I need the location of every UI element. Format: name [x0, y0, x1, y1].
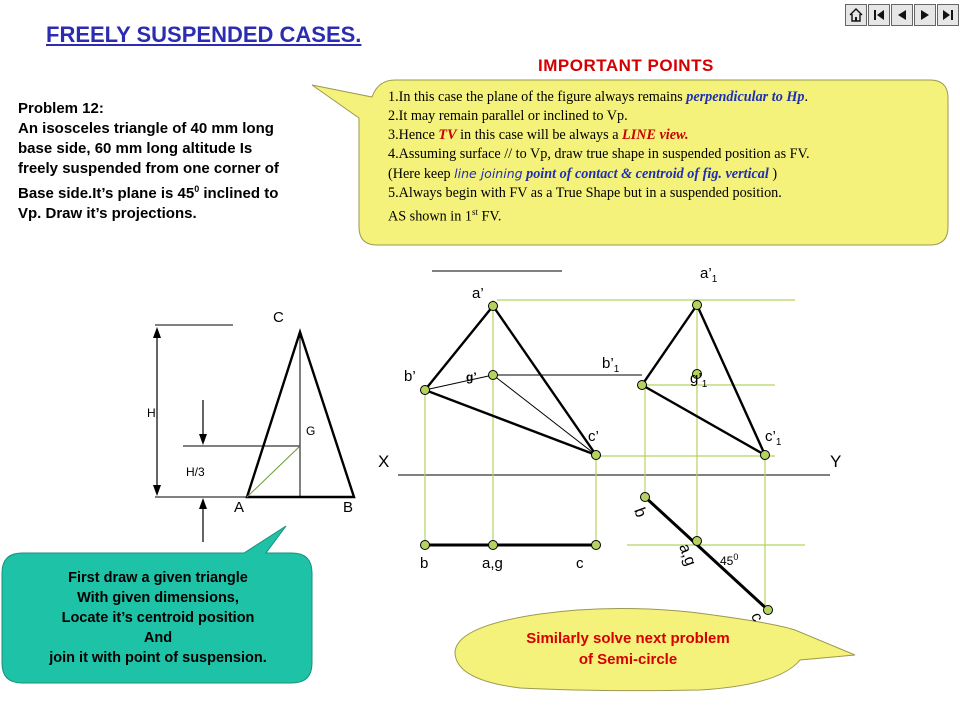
label-B: B	[343, 499, 354, 516]
label-angle: 450	[720, 552, 739, 568]
label-b-top: b	[420, 555, 429, 572]
inclined-top-view	[640, 492, 773, 615]
first-top-view	[420, 540, 601, 550]
second-front-view	[637, 300, 770, 460]
label-H3: H/3	[186, 465, 205, 479]
label-X: X	[378, 452, 390, 471]
label-H: H	[147, 406, 156, 420]
point-4-note: (Here keep line joining point of contact…	[388, 166, 778, 182]
point-1: 1.In this case the plane of the figure a…	[388, 89, 809, 105]
problem-line-5: Vp. Draw it’s projections.	[18, 205, 197, 222]
label-a-prime: a’	[472, 285, 484, 302]
centroid-join-line	[246, 445, 301, 498]
true-shape-triangle	[153, 324, 356, 542]
problem-line-1: An isosceles triangle of 40 mm long	[18, 120, 274, 137]
label-c1-prime: c’1	[765, 428, 782, 448]
page-title: FREELY SUSPENDED CASES.	[46, 22, 362, 47]
projector-lines	[424, 299, 805, 610]
important-points-heading: IMPORTANT POINTS	[538, 56, 714, 75]
label-a1-prime: a’1	[700, 265, 718, 285]
previous-page-icon[interactable]	[891, 4, 913, 26]
first-front-view	[420, 301, 642, 460]
label-b-rotated: b	[630, 506, 649, 520]
label-c-top: c	[576, 555, 584, 572]
problem-statement: Problem 12: An isosceles triangle of 40 …	[18, 99, 358, 224]
first-page-icon[interactable]	[868, 4, 890, 26]
right-callout-text: Similarly solve next problem of Semi-cir…	[526, 630, 730, 668]
point-4: 4.Assuming surface // to Vp, draw true s…	[388, 146, 810, 162]
next-problem-callout	[454, 607, 856, 692]
problem-line-4: Base side.It’s plane is 450 inclined to	[18, 184, 279, 202]
label-C: C	[273, 309, 284, 326]
important-points-callout	[311, 79, 949, 246]
important-points-list: 1.In this case the plane of the figure a…	[388, 88, 958, 227]
next-page-icon[interactable]	[914, 4, 936, 26]
label-G: G	[306, 424, 316, 438]
left-callout-text: First draw a given triangle With given d…	[49, 570, 267, 666]
label-A: A	[234, 499, 245, 516]
home-icon[interactable]	[845, 4, 867, 26]
label-b-prime: b’	[404, 368, 416, 385]
label-b1-prime: b’1	[602, 355, 620, 375]
slide-navigation	[845, 4, 960, 26]
label-ag-top: a,g	[482, 555, 503, 572]
label-g-prime: g’	[466, 370, 477, 384]
label-Y: Y	[830, 452, 842, 471]
left-instruction-callout	[1, 525, 313, 684]
last-page-icon[interactable]	[937, 4, 959, 26]
problem-line-3: freely suspended from one corner of	[18, 160, 279, 177]
problem-heading: Problem 12:	[18, 100, 104, 117]
label-c-prime: c’	[588, 428, 599, 445]
point-3: 3.Hence TV in this case will be always a…	[388, 127, 689, 143]
label-g1-prime: g’1	[690, 370, 708, 390]
point-6: AS shown in 1st FV.	[388, 207, 502, 225]
problem-line-2: base side, 60 mm long altitude Is	[18, 140, 253, 157]
point-2: 2.It may remain parallel or inclined to …	[388, 108, 628, 124]
point-5: 5.Always begin with FV as a True Shape b…	[388, 185, 782, 201]
label-ag-rotated: a,g	[675, 542, 699, 569]
